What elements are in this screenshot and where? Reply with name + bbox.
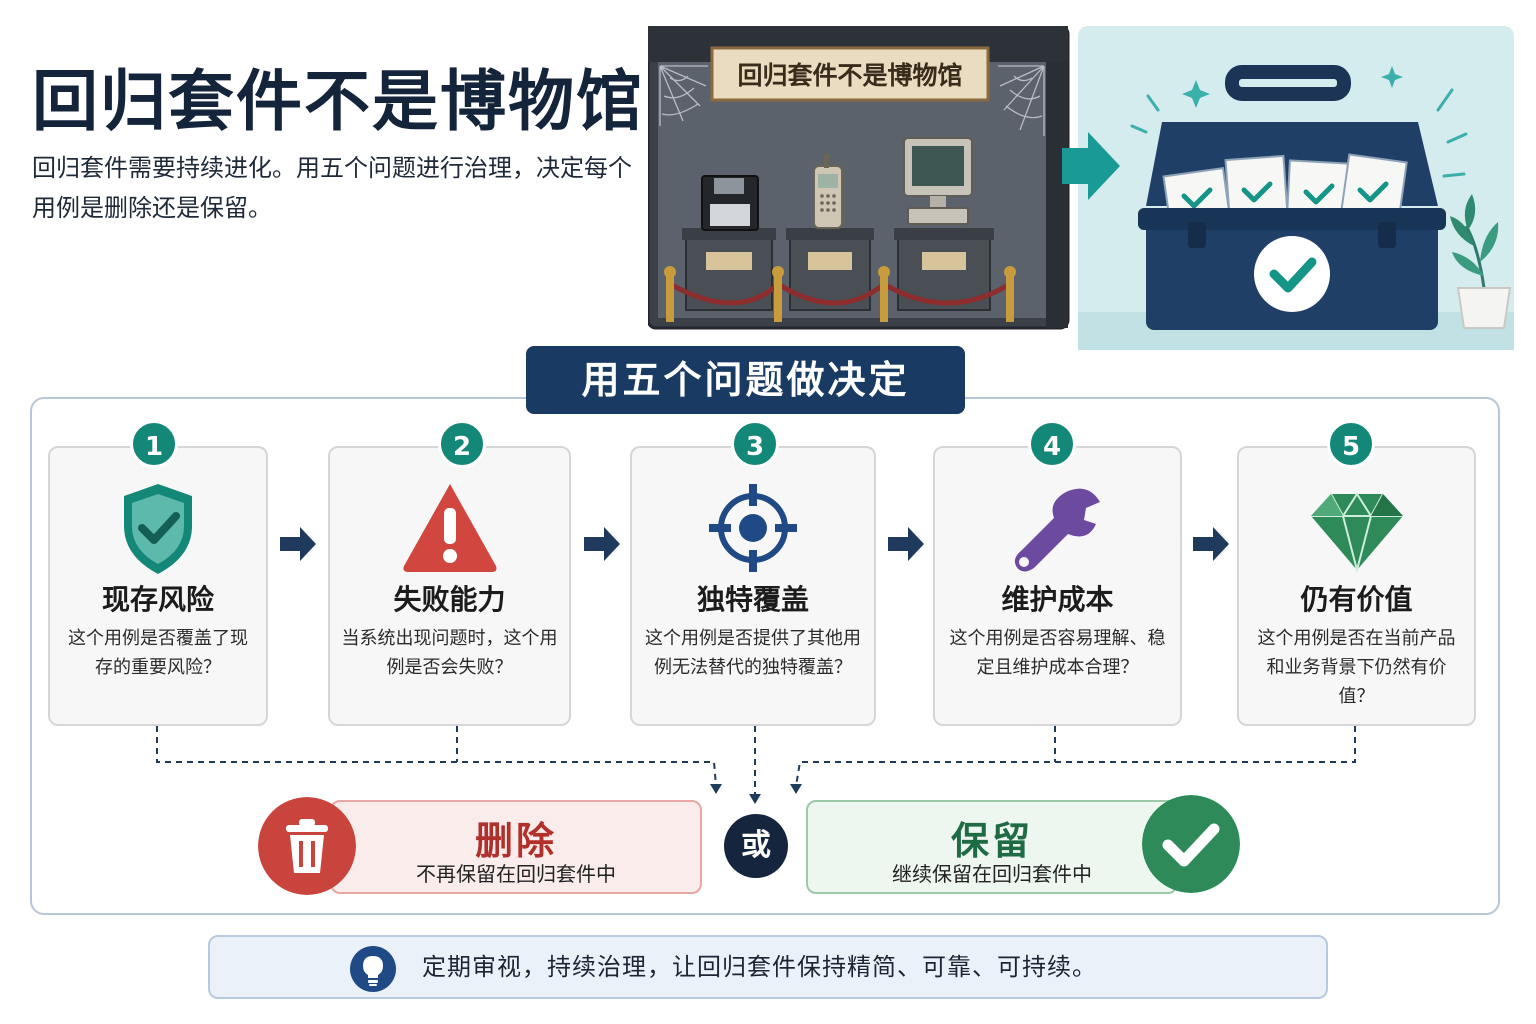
arrow-right-icon xyxy=(280,527,316,561)
keep-desc: 继续保留在回归套件中 xyxy=(892,862,1092,886)
question-title: 现存风险 xyxy=(101,583,214,616)
shield-check-icon xyxy=(124,484,192,574)
question-card-5: 仍有价值 这个用例是否在当前产品和业务背景下仍然有价值？ xyxy=(1237,446,1476,726)
or-badge: 或 xyxy=(724,814,788,878)
question-desc: 这个用例是否覆盖了现存的重要风险？ xyxy=(68,628,248,678)
arrow-right-icon xyxy=(1193,527,1229,561)
page-title: 回归套件不是博物馆 xyxy=(32,63,644,140)
keep-title: 保留 xyxy=(950,819,1033,863)
target-icon xyxy=(709,484,797,572)
lightbulb-icon xyxy=(350,946,396,992)
question-desc: 这个用例是否提供了其他用例无法替代的独特覆盖？ xyxy=(645,628,861,678)
warning-icon xyxy=(403,484,496,572)
question-card-2: 失败能力 当系统出现问题时，这个用例是否会失败？ xyxy=(328,446,571,726)
museum-display-icon: 回归套件不是博物馆 xyxy=(648,26,1070,330)
delete-title: 删除 xyxy=(474,819,557,863)
page-subtitle: 回归套件需要持续进化。用五个问题进行治理，决定每个用例是删除还是保留。 xyxy=(32,154,632,222)
question-title: 维护成本 xyxy=(1001,583,1114,616)
panel-title: 用五个问题做决定 xyxy=(526,346,965,414)
tip-bar: 定期审视，持续治理，让回归套件保持精简、可靠、可持续。 xyxy=(208,935,1328,999)
question-desc: 这个用例是否容易理解、稳定且维护成本合理？ xyxy=(949,628,1166,678)
toolbox-check-icon xyxy=(1062,26,1514,350)
question-title: 失败能力 xyxy=(393,583,506,616)
question-card-3: 独特覆盖 这个用例是否提供了其他用例无法替代的独特覆盖？ xyxy=(630,446,876,726)
museum-to-toolbox-illustration: 回归套件不是博物馆 xyxy=(648,26,1514,350)
step-number-2: 2 xyxy=(438,420,486,468)
question-desc: 这个用例是否在当前产品和业务背景下仍然有价值？ xyxy=(1257,628,1456,707)
step-number-4: 4 xyxy=(1028,420,1076,468)
arrow-right-icon xyxy=(584,527,620,561)
question-card-1: 现存风险 这个用例是否覆盖了现存的重要风险？ xyxy=(48,446,268,726)
step-number-5: 5 xyxy=(1327,420,1375,468)
delete-outcome: 删除 不再保留在回归套件中 xyxy=(330,800,702,894)
diamond-icon xyxy=(1310,492,1403,574)
arrow-right-icon xyxy=(888,527,924,561)
question-title: 仍有价值 xyxy=(1300,583,1413,616)
tip-text: 定期审视，持续治理，让回归套件保持精简、可靠、可持续。 xyxy=(422,953,1097,981)
question-card-4: 维护成本 这个用例是否容易理解、稳定且维护成本合理？ xyxy=(933,446,1182,726)
keep-outcome: 保留 继续保留在回归套件中 xyxy=(806,800,1178,894)
step-number-3: 3 xyxy=(731,420,779,468)
museum-sign-text: 回归套件不是博物馆 xyxy=(737,61,962,90)
trash-icon xyxy=(258,797,356,895)
question-desc: 当系统出现问题时，这个用例是否会失败？ xyxy=(341,628,558,678)
wrench-icon xyxy=(1014,488,1100,572)
check-icon xyxy=(1142,795,1240,893)
step-number-1: 1 xyxy=(130,420,178,468)
question-title: 独特覆盖 xyxy=(696,583,809,616)
delete-desc: 不再保留在回归套件中 xyxy=(416,862,616,886)
